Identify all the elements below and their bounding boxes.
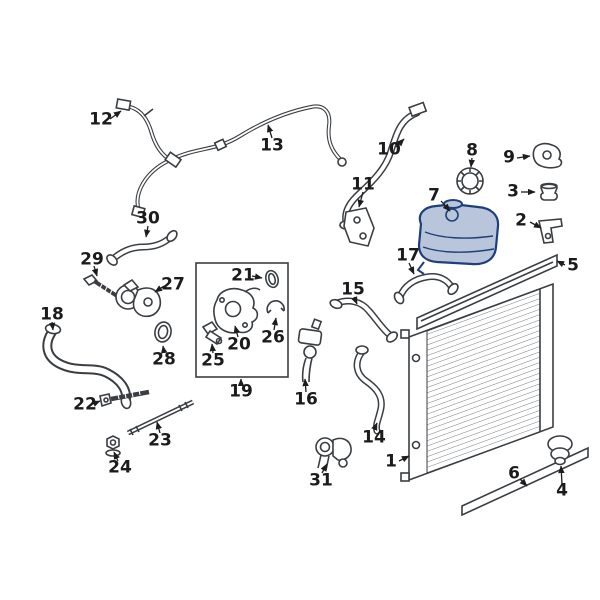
part-30-hose [106,229,178,266]
callout-19[interactable]: 19 [229,381,253,402]
callout-21[interactable]: 21 [231,265,255,286]
part-14-hose [353,345,385,435]
part-22-bolt [99,389,150,408]
part-3-grommet [540,182,558,201]
callout-1[interactable]: 1 [385,451,397,472]
part-7-expansion-tank[interactable] [416,199,500,275]
callout-15[interactable]: 15 [341,279,365,300]
callout-11[interactable]: 11 [351,174,375,195]
callout-26[interactable]: 26 [261,327,285,348]
callout-23[interactable]: 23 [148,430,172,451]
callout-18[interactable]: 18 [40,304,64,325]
callout-25[interactable]: 25 [201,350,225,371]
part-26-clip [266,300,285,314]
part-15-hose [329,297,399,343]
part-1-radiator [400,282,554,482]
callout-22[interactable]: 22 [73,394,97,415]
part-4-mount [547,435,573,466]
part-6-lower-support-bar [461,446,589,517]
part-2-bracket [538,218,563,244]
callout-13[interactable]: 13 [260,135,284,156]
part-8-cap [456,167,484,195]
callout-leader-lines [48,110,566,487]
callout-9[interactable]: 9 [503,147,515,168]
part-16-connector [297,318,323,383]
callout-29[interactable]: 29 [80,249,104,270]
callout-2[interactable]: 2 [515,210,527,231]
callout-4[interactable]: 4 [556,480,568,501]
callout-14[interactable]: 14 [362,427,386,448]
callout-24[interactable]: 24 [108,457,132,478]
callout-7[interactable]: 7 [428,185,440,206]
part-19-kit-box [195,262,289,378]
callout-12[interactable]: 12 [89,109,113,130]
callout-16[interactable]: 16 [294,389,318,410]
part-20-thermostat-housing [213,287,261,334]
callout-17[interactable]: 17 [396,245,420,266]
part-21-seal [265,269,279,289]
part-28-o-ring [154,321,172,343]
callout-27[interactable]: 27 [161,274,185,295]
part-24-nut [105,435,121,457]
callout-10[interactable]: 10 [377,139,401,160]
part-23-stud [126,399,195,436]
part-13-overflow-tube [130,104,347,219]
part-25-sensor [201,320,223,346]
callout-6[interactable]: 6 [508,463,520,484]
part-31-valve [315,437,352,471]
part-12-hose [115,98,183,169]
callout-20[interactable]: 20 [227,334,251,355]
callout-8[interactable]: 8 [466,140,478,161]
part-11-bracket [343,207,375,247]
callout-31[interactable]: 31 [309,470,333,491]
callout-30[interactable]: 30 [136,208,160,229]
part-17-hose [393,273,459,305]
callout-5[interactable]: 5 [567,255,579,276]
part-27-outlet-housing [115,278,162,318]
callout-3[interactable]: 3 [507,181,519,202]
part-29-bolt [82,274,119,298]
callout-28[interactable]: 28 [152,349,176,370]
part-9-fitting [532,142,563,169]
